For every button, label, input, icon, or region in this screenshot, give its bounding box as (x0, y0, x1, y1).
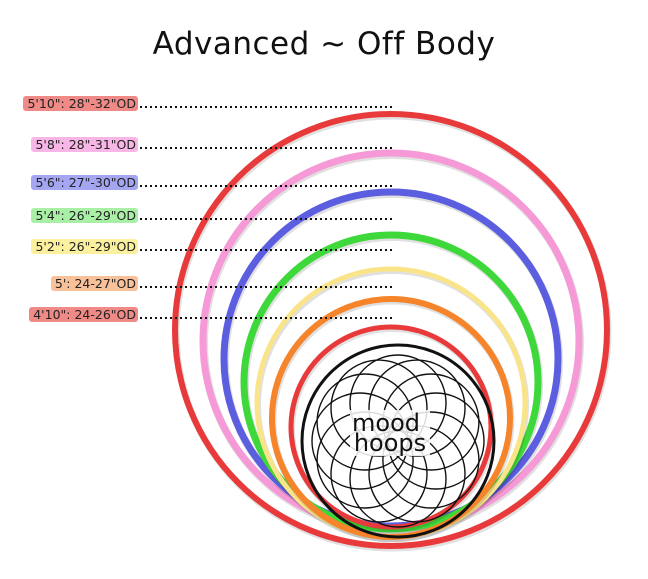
page-title: Advanced ~ Off Body (152, 26, 496, 62)
size-label-1: 5'10": 28"-32"OD (23, 96, 138, 111)
size-label-6: 5': 24-27"OD (50, 276, 138, 291)
logo-text-line1: mood (352, 409, 420, 437)
logo-text-line2: hoops (354, 429, 426, 457)
size-label-3: 5'6": 27"-30"OD (31, 175, 138, 190)
leader-lines-group (140, 106, 392, 319)
logo-outer-circle (300, 343, 496, 539)
logo-text-backdrop (350, 410, 430, 456)
mood-hoops-logo: mood hoops (300, 343, 496, 539)
logo-petal-arc (368, 359, 466, 457)
logo-petal-arc (382, 411, 480, 509)
size-label-7: 4'10": 24-26"OD (29, 307, 138, 322)
hoop-ring-1 (172, 111, 610, 549)
size-label-5: 5'2": 26"-29"OD (31, 239, 138, 254)
rings-group (172, 111, 612, 552)
hoop-ring-2 (199, 149, 583, 533)
size-label-2: 5'8": 28"-31"OD (31, 137, 138, 152)
logo-petal-arc (330, 359, 428, 457)
size-label-4: 5'4": 26"-29"OD (31, 208, 138, 223)
